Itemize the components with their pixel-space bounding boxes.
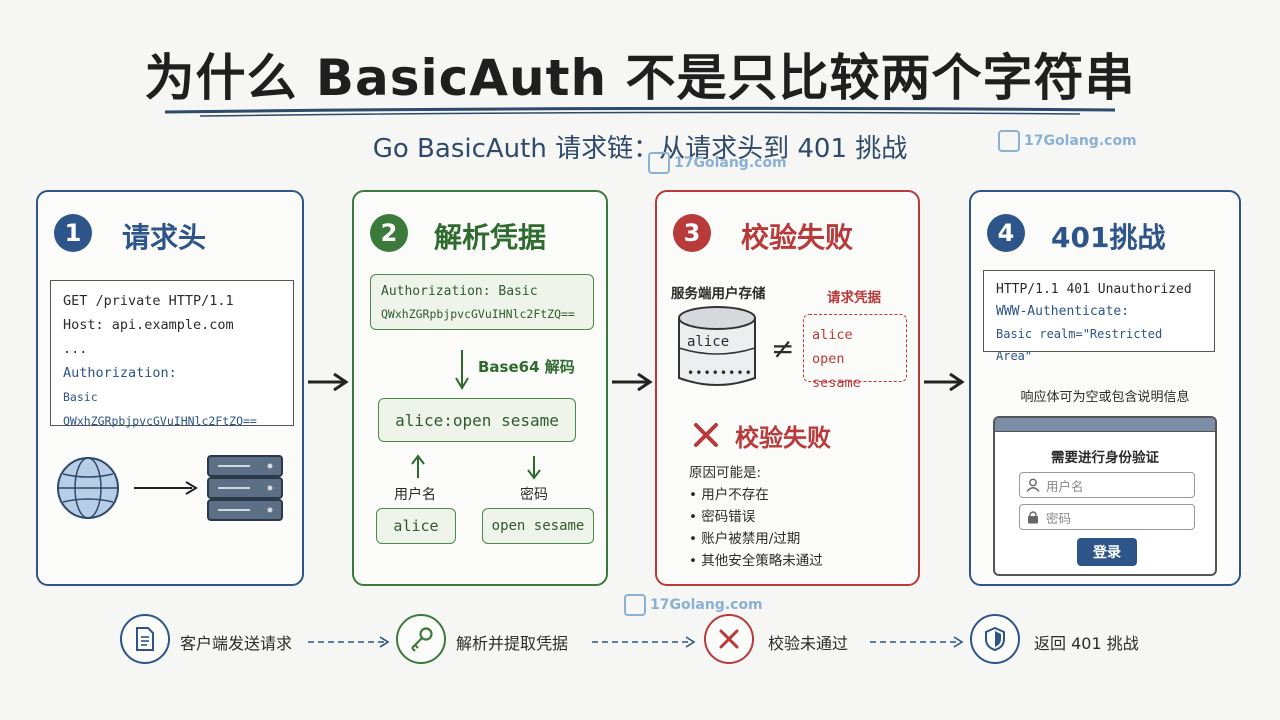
reasons-title: 原因可能是:: [689, 465, 762, 481]
panel-title: 请求头: [122, 221, 207, 254]
step-badge: 1: [54, 214, 92, 252]
globe-to-server-diagram: [57, 455, 283, 521]
panel-title: 校验失败: [741, 221, 854, 254]
username-value: alice: [376, 508, 456, 544]
user-icon: [1026, 478, 1040, 492]
cross-icon: [704, 614, 754, 664]
stored-username: alice: [687, 334, 730, 350]
panel-401-challenge: 4 401挑战 HTTP/1.1 401 Unauthorized WWW-Au…: [969, 190, 1241, 586]
auth-header-box: Authorization: Basic QWxhZGRpbjpvcGVuIHN…: [370, 274, 594, 330]
arrow-right-icon: [308, 372, 349, 392]
status-line: HTTP/1.1 401 Unauthorized: [996, 282, 1192, 297]
cross-icon: [694, 423, 718, 447]
response-note: 响应体可为空或包含说明信息: [1020, 390, 1190, 405]
title-underline: [164, 106, 1116, 117]
reason-item: • 用户不存在: [689, 487, 769, 503]
auth-header-line1: Authorization: Basic: [381, 284, 538, 299]
login-button[interactable]: 登录: [1077, 538, 1137, 566]
panel-title: 解析凭据: [434, 221, 547, 254]
arrow-up-icon: [411, 454, 425, 478]
response-document: HTTP/1.1 401 Unauthorized WWW-Authentica…: [983, 270, 1215, 363]
password-value: open sesame: [482, 508, 594, 544]
request-line: GET /private HTTP/1.1: [63, 293, 234, 309]
step-badge: 3: [673, 214, 711, 252]
watermark: 17Golang.com: [648, 152, 787, 174]
decode-label: Base64 解码: [478, 358, 575, 376]
decoded-credentials: alice:open sesame: [378, 398, 576, 442]
lock-icon: [1028, 511, 1038, 524]
stored-password-masked: ••••••••: [687, 366, 753, 380]
globe-icon: [57, 457, 119, 519]
watermark: 17Golang.com: [624, 594, 763, 616]
www-auth-value: Basic realm="Restricted Area": [996, 327, 1163, 363]
dashed-arrow: [870, 636, 964, 648]
request-credentials-label: 请求凭据: [827, 290, 881, 306]
dashed-arrow: [308, 636, 390, 648]
auth-value: Basic QWxhZGRpbjpvcGVuIHNlc2FtZQ==: [63, 390, 257, 428]
fail-title: 校验失败: [735, 424, 831, 452]
arrow-right-icon: [924, 372, 965, 392]
request-document: GET /private HTTP/1.1 Host: api.example.…: [50, 280, 294, 428]
username-label: 用户名: [394, 487, 436, 503]
dashed-arrow: [592, 636, 696, 648]
arrow-down-icon: [527, 456, 541, 480]
page-title: 为什么 BasicAuth 不是只比较两个字符串: [144, 49, 1136, 107]
store-label: 服务端用户存储: [671, 286, 766, 302]
username-input[interactable]: 用户名: [1019, 472, 1195, 498]
dialog-title: 需要进行身份验证: [1051, 450, 1159, 466]
request-username: alice: [812, 327, 853, 343]
reason-item: • 密码错误: [689, 509, 756, 525]
panel-request-header: 1 请求头 GET /private HTTP/1.1 Host: api.ex…: [36, 190, 304, 586]
reasons-list: 原因可能是: • 用户不存在 • 密码错误 • 账户被禁用/过期 • 其他安全策…: [689, 462, 823, 572]
auth-header-line2: QWxhZGRpbjpvcGVuIHNlc2FtZQ==: [381, 307, 575, 321]
step-badge: 4: [987, 214, 1025, 252]
subtitle: Go BasicAuth 请求链：从请求头到 401 挑战: [372, 134, 908, 164]
flow-step-label: 解析并提取凭据: [456, 634, 569, 653]
reason-item: • 其他安全策略未通过: [689, 553, 823, 569]
password-input[interactable]: 密码: [1019, 504, 1195, 530]
username-placeholder: 用户名: [1046, 478, 1084, 494]
panel-parse-credentials: 2 解析凭据 Authorization: Basic QWxhZGRpbjpv…: [352, 190, 608, 586]
arrow-right-icon: [612, 372, 653, 392]
reason-item: • 账户被禁用/过期: [689, 531, 801, 547]
www-auth-label: WWW-Authenticate:: [996, 304, 1130, 319]
request-credentials-box: alice open sesame: [803, 314, 907, 391]
ellipsis-line: ...: [63, 341, 88, 357]
shield-icon: [970, 614, 1020, 664]
login-dialog: 需要进行身份验证 用户名 密码 登录: [993, 416, 1217, 576]
flow-step-label: 客户端发送请求: [180, 634, 293, 653]
key-icon: [396, 614, 446, 664]
password-label: 密码: [520, 487, 548, 503]
password-placeholder: 密码: [1046, 510, 1072, 526]
auth-label: Authorization:: [63, 365, 177, 381]
flow-step-label: 校验未通过: [768, 634, 849, 653]
flow-step-label: 返回 401 挑战: [1034, 634, 1139, 653]
host-line: Host: api.example.com: [63, 317, 234, 333]
arrow-right-icon: [134, 481, 198, 495]
server-icon: [207, 455, 283, 521]
panel-title: 401挑战: [1051, 221, 1166, 254]
not-equal-sign: ≠: [771, 332, 795, 365]
arrow-down-icon: [455, 350, 469, 390]
step-badge: 2: [370, 214, 408, 252]
dialog-titlebar: [995, 418, 1215, 432]
document-icon: [120, 614, 170, 664]
watermark: 17Golang.com: [998, 130, 1137, 152]
database-icon: [678, 306, 756, 386]
request-password: open sesame: [812, 351, 861, 391]
panel-verify-failed: 3 校验失败 服务端用户存储 alice •••••••• ≠ 请求凭据 ali…: [655, 190, 920, 586]
